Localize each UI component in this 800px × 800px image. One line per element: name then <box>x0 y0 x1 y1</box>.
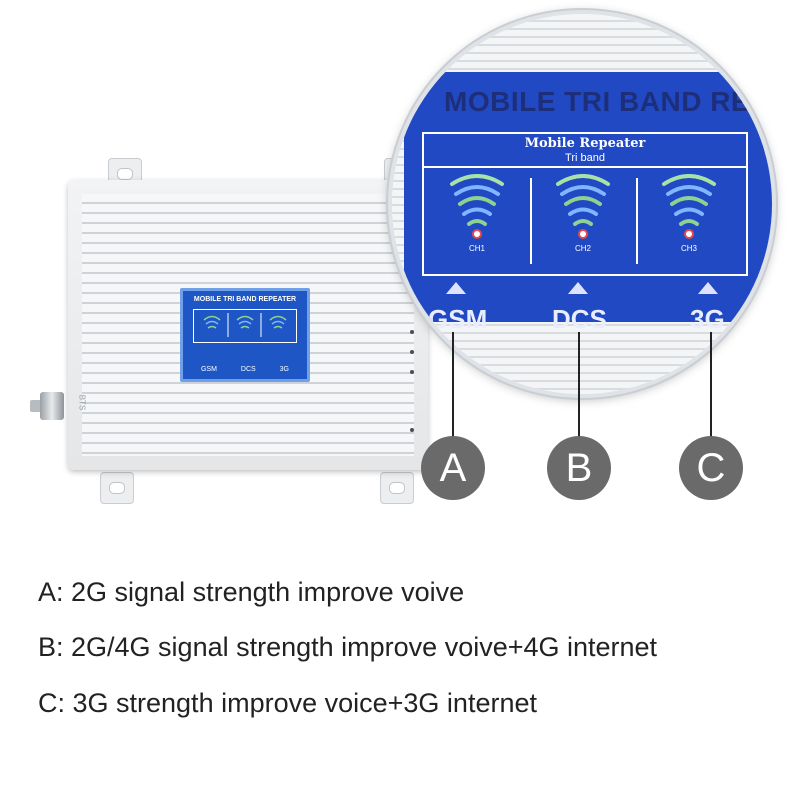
zoom-band-3g: 3G <box>690 304 725 334</box>
callout-line-b <box>578 332 580 438</box>
zoom-panel-header: Mobile Repeater Tri band <box>424 134 746 168</box>
callout-badge-a: A <box>421 436 485 500</box>
description-b: B: 2G/4G signal strength improve voive+4… <box>38 632 658 662</box>
zoom-panel-subtitle: Tri band <box>565 152 605 164</box>
bts-connector <box>30 392 70 420</box>
callout-line-a <box>452 332 454 438</box>
band-arrow-gsm <box>446 282 466 294</box>
callout-badge-b: B <box>547 436 611 500</box>
zoom-banner: MOBILE TRI BAND REPEAT <box>444 86 772 117</box>
power-led <box>410 428 414 432</box>
zoom-inner-box: Mobile Repeater Tri band <box>422 132 748 276</box>
mount-tab-bottom-left <box>100 472 134 504</box>
device-band-labels: GSM DCS 3G <box>189 366 301 373</box>
mount-tab-bottom-right <box>380 472 414 504</box>
device-band-3g: 3G <box>279 366 289 373</box>
bts-label: BTS <box>77 394 87 411</box>
band-arrow-3g <box>698 282 718 294</box>
zoom-panel-title: Mobile Repeater <box>524 136 646 151</box>
zoom-band-dcs: DCS <box>552 304 607 334</box>
device-band-dcs: DCS <box>240 366 256 373</box>
description-c: C: 3G strength improve voice+3G internet <box>38 688 537 718</box>
repeater-device: MOBILE TRI BAND REPEATER GSM DCS 3G <box>68 180 428 470</box>
channel-divider-1 <box>530 178 532 264</box>
device-label-panel <box>193 309 297 343</box>
channel-label-2: CH2 <box>575 244 592 253</box>
device-label: MOBILE TRI BAND REPEATER GSM DCS 3G <box>180 288 310 382</box>
channel-label-3: CH3 <box>681 244 698 253</box>
callout-line-c <box>710 332 712 438</box>
zoom-magnifier: MOBILE TRI BAND REPEAT Mobile Repeater T… <box>388 10 776 398</box>
device-band-gsm: GSM <box>200 366 217 373</box>
zoom-band-gsm: GSM <box>428 304 488 334</box>
device-signal-icons <box>203 313 287 337</box>
callout-badge-c: C <box>679 436 743 500</box>
description-a: A: 2G signal strength improve voive <box>38 577 465 607</box>
channel-divider-2 <box>636 178 638 264</box>
channel-label-1: CH1 <box>469 244 486 253</box>
zoom-signal-icons <box>450 174 716 239</box>
connector-nut <box>40 392 64 420</box>
band-arrow-dcs <box>568 282 588 294</box>
connector-pin <box>30 400 42 412</box>
device-label-title: MOBILE TRI BAND REPEATER <box>193 296 297 303</box>
